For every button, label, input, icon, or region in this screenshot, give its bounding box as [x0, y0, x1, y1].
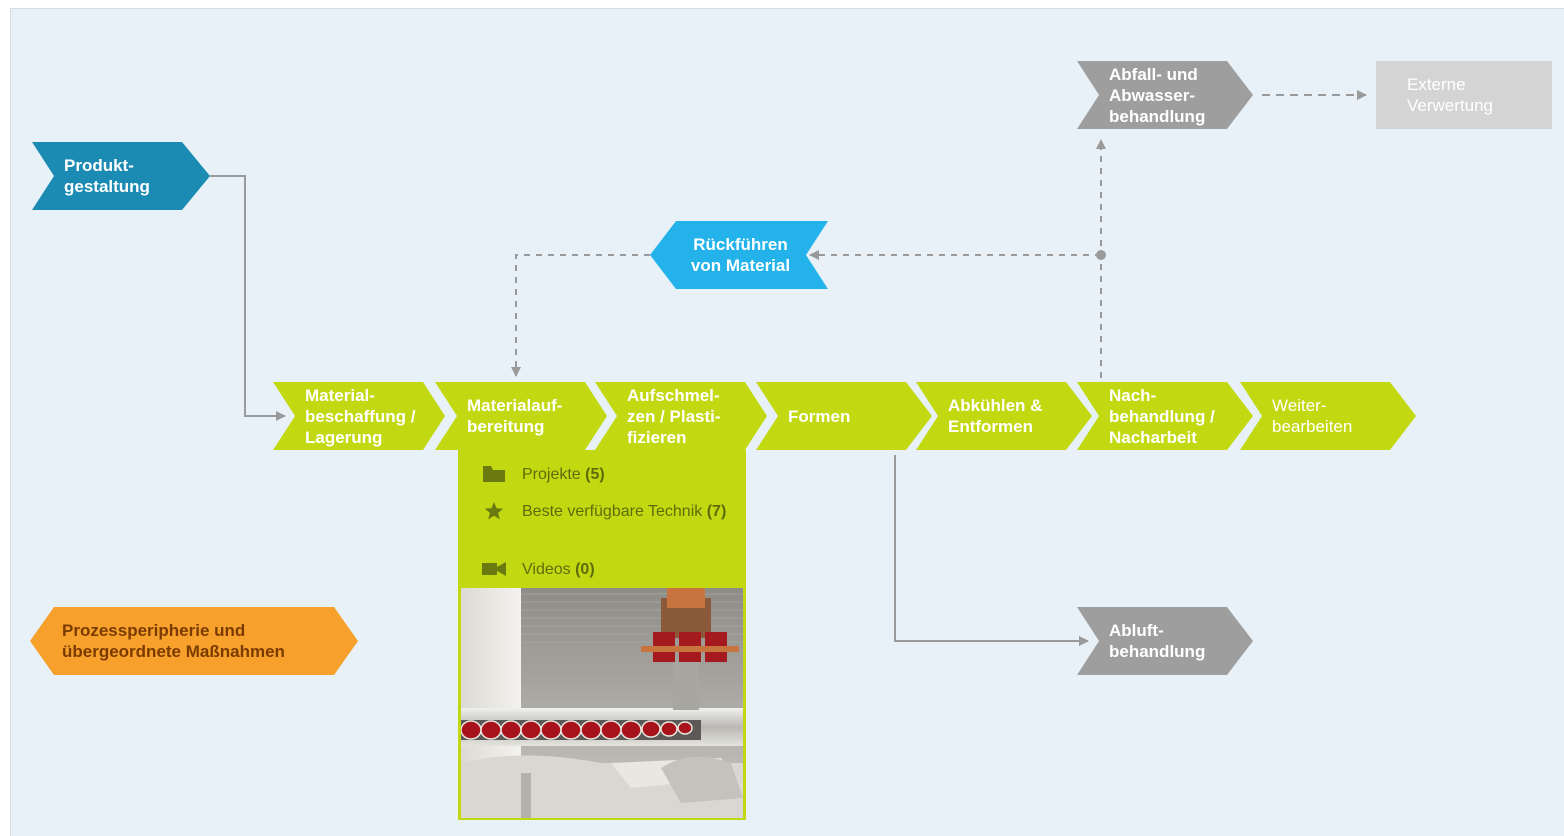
node-formen[interactable]: Formen	[756, 382, 932, 450]
node-nachbehandlung-label: Nach- behandlung / Nacharbeit	[1109, 385, 1215, 447]
panel-item-projekte-label: Projekte	[522, 466, 581, 483]
panel-item-bvt-label: Beste verfügbare Technik	[522, 503, 703, 520]
panel-item-bvt-count: (7)	[706, 503, 727, 520]
panel-item-videos[interactable]: Videos (0)	[482, 559, 742, 580]
node-prozessperipherie-label: Prozessperipherie und übergeordnete Maßn…	[62, 621, 285, 661]
video-camera-icon	[482, 559, 506, 579]
connector-produktgestaltung-to-materialbeschaffung	[210, 175, 286, 421]
panel-item-projekte-count: (5)	[585, 466, 605, 483]
panel-item-videos-count: (0)	[575, 561, 595, 578]
node-abfall[interactable]: Abfall- und Abwasser- behandlung	[1077, 61, 1253, 129]
materialaufbereitung-info-panel: Projekte (5) Beste verfügbare Technik (7…	[458, 450, 746, 820]
node-formen-label: Formen	[788, 406, 851, 426]
node-produktgestaltung-label: Produkt- gestaltung	[64, 156, 150, 196]
node-abkuehlen[interactable]: Abkühlen & Entformen	[916, 382, 1092, 450]
node-materialbeschaffung[interactable]: Material- beschaffung / Lagerung	[273, 382, 445, 450]
connector-rueckfuehren-to-materialaufbereitung	[511, 254, 650, 377]
node-prozessperipherie[interactable]: Prozessperipherie und übergeordnete Maßn…	[30, 607, 358, 675]
node-abfall-label: Abfall- und Abwasser- behandlung	[1109, 64, 1206, 126]
connector-formen-to-abluft	[894, 455, 1089, 646]
node-rueckfuehren-label: Rückführen von Material	[690, 235, 791, 275]
node-abkuehlen-label: Abkühlen & Entformen	[948, 396, 1043, 436]
node-externe-verwertung-label: Externe Verwertung	[1407, 75, 1493, 115]
node-weiterbearbeiten-label: Weiter- bearbeiten	[1272, 396, 1353, 436]
node-externe-verwertung[interactable]: Externe Verwertung	[1376, 61, 1552, 129]
node-nachbehandlung[interactable]: Nach- behandlung / Nacharbeit	[1077, 382, 1253, 450]
folder-icon	[482, 464, 506, 484]
node-abluft-label: Abluft- behandlung	[1109, 621, 1206, 661]
node-weiterbearbeiten[interactable]: Weiter- bearbeiten	[1240, 382, 1416, 450]
node-materialaufbereitung-label: Materialauf- bereitung	[467, 396, 563, 436]
node-aufschmelzen-label: Aufschmel- zen / Plasti- fizieren	[627, 385, 721, 447]
panel-item-projekte[interactable]: Projekte (5)	[482, 464, 742, 485]
injection-molding-machine-illustration	[461, 588, 743, 818]
injection-molding-machine-image[interactable]	[461, 588, 743, 818]
panel-item-videos-label: Videos	[522, 561, 571, 578]
node-materialaufbereitung[interactable]: Materialauf- bereitung	[435, 382, 607, 450]
node-abluft[interactable]: Abluft- behandlung	[1077, 607, 1253, 675]
node-produktgestaltung[interactable]: Produkt- gestaltung	[32, 142, 210, 210]
node-aufschmelzen[interactable]: Aufschmel- zen / Plasti- fizieren	[595, 382, 767, 450]
panel-item-bvt[interactable]: Beste verfügbare Technik (7)	[482, 501, 742, 522]
node-rueckfuehren[interactable]: Rückführen von Material	[650, 221, 828, 289]
star-icon	[482, 501, 506, 521]
node-materialbeschaffung-label: Material- beschaffung / Lagerung	[305, 385, 416, 447]
